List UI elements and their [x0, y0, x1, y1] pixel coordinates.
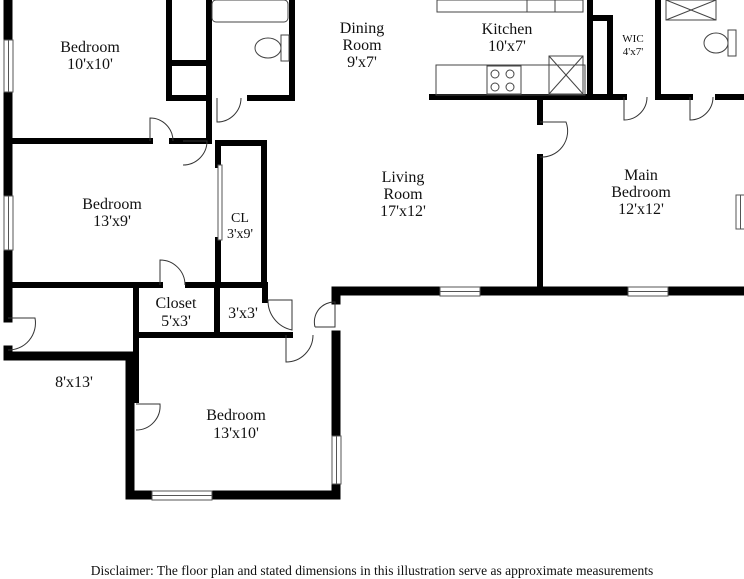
dining-name-1: Dining: [340, 20, 384, 37]
small-closet-dim: 3'x3': [228, 305, 258, 322]
living-name-1: Living: [382, 169, 425, 186]
wic-dim: 4'x7': [623, 46, 643, 58]
cl-dim: 3'x9': [227, 227, 253, 242]
doors: [7, 96, 714, 431]
bedroom-nw-name: Bedroom: [60, 39, 120, 56]
fridge-icon: [548, 55, 584, 95]
bedroom-s-name: Bedroom: [206, 407, 266, 424]
bedroom-w-name: Bedroom: [82, 196, 142, 213]
main-bedroom-name-1: Main: [624, 167, 658, 184]
kitchen-name: Kitchen: [482, 21, 533, 38]
stove-icon: [486, 65, 522, 95]
bedroom-w-dim: 13'x9': [93, 213, 131, 230]
living-dim: 17'x12': [380, 203, 426, 220]
wic-name: WIC: [622, 33, 643, 45]
closet-dim: 5'x3': [161, 313, 191, 330]
cl-name: CL: [231, 211, 249, 226]
disclaimer-text: Disclaimer: The floor plan and stated di…: [90, 563, 654, 578]
dining-dim: 9'x7': [347, 54, 377, 71]
room-sw-dim: 8'x13': [55, 374, 93, 391]
dining-name-2: Room: [342, 37, 382, 54]
kitchen-dim: 10'x7': [488, 38, 526, 55]
shower-icon: [665, 0, 717, 21]
closet-name: Closet: [156, 295, 197, 312]
main-bedroom-dim: 12'x12': [618, 201, 664, 218]
room-labels: Bedroom 10'x10' Dining Room 9'x7' Kitche…: [55, 20, 671, 442]
interior-walls: [5, 0, 744, 498]
bathtub-icon: [211, 0, 289, 23]
main-bedroom-name-2: Bedroom: [611, 184, 671, 201]
living-name-2: Room: [383, 186, 423, 203]
fixtures: [211, 0, 737, 96]
exterior-walls: [3, 0, 744, 500]
bedroom-nw-dim: 10'x10': [67, 56, 113, 73]
counter: [435, 64, 586, 96]
bedroom-s-dim: 13'x10': [213, 425, 259, 442]
windows: [3, 39, 744, 501]
toilet-icon: [254, 34, 290, 62]
sink-icon: [436, 0, 584, 13]
toilet-icon-main: [703, 29, 737, 57]
